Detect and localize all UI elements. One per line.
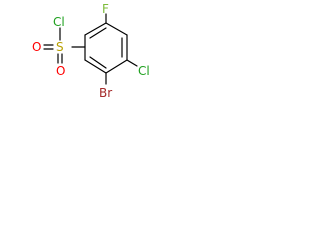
atom-label-bromine: Br xyxy=(99,86,112,100)
molecule-svg: Cl S O O F Cl Br xyxy=(32,2,150,100)
ring-bond-c5-c6 xyxy=(84,59,107,74)
benzene-ring xyxy=(84,22,128,74)
bond-c3-cl xyxy=(126,59,138,67)
structure-diagram: Cl S O O F Cl Br xyxy=(0,0,171,119)
atom-label-oxygen-left: O xyxy=(32,40,41,54)
atom-label-ring-cl: Cl xyxy=(138,64,150,78)
atom-label-fluorine: F xyxy=(102,2,109,16)
ring-bond-c4-c5 xyxy=(105,59,128,74)
ring-double-bond-3 xyxy=(89,56,107,69)
ring-bond-c1-c2 xyxy=(84,22,107,36)
atom-label-sulfonyl-cl: Cl xyxy=(53,15,65,29)
atom-label-oxygen-bottom: O xyxy=(56,64,65,78)
atom-label-sulfur: S xyxy=(56,40,64,54)
ring-double-bond-1 xyxy=(89,27,107,39)
ring-bond-c2-c3 xyxy=(105,22,128,36)
